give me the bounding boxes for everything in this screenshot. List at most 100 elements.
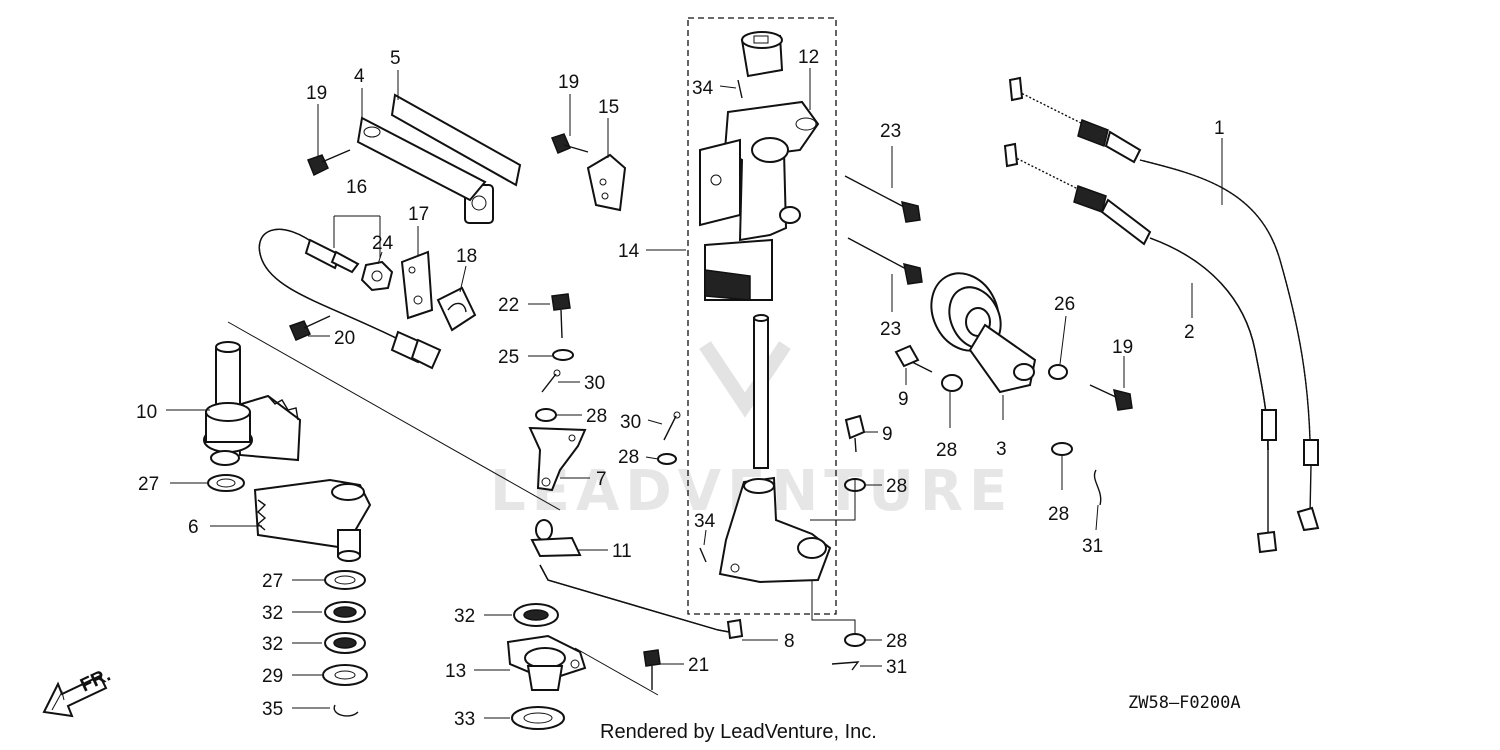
callout-14: 14 bbox=[618, 241, 640, 262]
callout-4: 4 bbox=[354, 66, 365, 87]
callout-31a: 31 bbox=[1082, 536, 1103, 557]
callout-33: 33 bbox=[454, 709, 475, 730]
callout-34a: 34 bbox=[692, 78, 714, 99]
callout-28e: 28 bbox=[886, 476, 907, 497]
washer-part-28-b bbox=[657, 453, 677, 465]
callout-28b: 28 bbox=[618, 447, 639, 468]
callout-28c: 28 bbox=[936, 440, 957, 461]
pin-part-30-right bbox=[663, 411, 681, 441]
callout-23b: 23 bbox=[880, 319, 901, 340]
gasket-part-33 bbox=[511, 706, 565, 730]
leader-30b bbox=[647, 419, 663, 425]
callout-20: 20 bbox=[334, 328, 355, 349]
cable-part-2 bbox=[1003, 142, 1278, 554]
bearing-part-32-a bbox=[324, 601, 366, 623]
callout-16: 16 bbox=[346, 177, 367, 198]
bolt-part-19-top bbox=[551, 133, 589, 154]
holder-part-13 bbox=[506, 634, 587, 691]
callout-32a: 32 bbox=[262, 603, 283, 624]
joint-part-11 bbox=[530, 519, 582, 558]
control-housing-part-14 bbox=[699, 31, 832, 584]
clip-part-31-bottom bbox=[831, 661, 860, 671]
callout-32b: 32 bbox=[262, 634, 283, 655]
bolt-part-20 bbox=[288, 315, 331, 341]
callout-24: 24 bbox=[372, 233, 394, 254]
callout-3: 3 bbox=[996, 439, 1007, 460]
direction-arrow-icon: FR. bbox=[42, 665, 114, 718]
callout-17: 17 bbox=[408, 204, 429, 225]
plate-part-17 bbox=[400, 250, 434, 320]
cable-end-part-9-lower bbox=[844, 414, 866, 453]
callout-31b: 31 bbox=[886, 657, 907, 678]
sector-gear-part-6 bbox=[253, 478, 372, 562]
pulley-part-3 bbox=[930, 272, 1037, 394]
callout-23a: 23 bbox=[880, 121, 901, 142]
leader-18 bbox=[459, 265, 467, 293]
leader-alignment-13 bbox=[574, 647, 659, 696]
leader-alignment-10 bbox=[227, 321, 561, 511]
cable-part-1 bbox=[1008, 76, 1320, 532]
callout-28f: 28 bbox=[886, 631, 907, 652]
callout-30b: 30 bbox=[620, 412, 641, 433]
callout-27a: 27 bbox=[138, 474, 159, 495]
callout-29: 29 bbox=[262, 666, 283, 687]
pin-part-30-left bbox=[541, 369, 561, 393]
callout-28d: 28 bbox=[1048, 504, 1069, 525]
clamp-part-18 bbox=[436, 286, 477, 332]
bearing-part-32-b bbox=[324, 632, 366, 654]
washer-part-28-c bbox=[941, 374, 963, 392]
footer-credit: Rendered by LeadVenture, Inc. bbox=[600, 721, 877, 743]
leader-28b bbox=[645, 456, 659, 460]
leader-lower-arm-28 bbox=[810, 478, 856, 521]
clip-part-31-right bbox=[1093, 469, 1102, 506]
callout-25: 25 bbox=[498, 347, 519, 368]
leader-26 bbox=[1059, 315, 1067, 365]
assembly-outline-14 bbox=[687, 17, 837, 615]
bolt-part-23-lower bbox=[847, 237, 923, 285]
callout-19b: 19 bbox=[558, 72, 579, 93]
link-rod-part-8 bbox=[539, 564, 744, 640]
callout-35: 35 bbox=[262, 699, 283, 720]
clip-part-35 bbox=[333, 704, 359, 717]
callout-10: 10 bbox=[136, 402, 157, 423]
callout-9a: 9 bbox=[898, 389, 909, 410]
leader-31a bbox=[1095, 504, 1099, 531]
leader-34a bbox=[719, 85, 737, 89]
bearing-part-32-c bbox=[513, 603, 559, 627]
bolt-part-23-upper bbox=[844, 175, 921, 223]
washer-part-28-a bbox=[535, 408, 557, 422]
washer-part-28-f bbox=[844, 633, 866, 647]
bracket-part-4 bbox=[356, 116, 487, 202]
watermark-logo bbox=[699, 341, 791, 418]
callout-11: 11 bbox=[612, 541, 632, 562]
callout-5: 5 bbox=[390, 48, 401, 69]
bolt-part-19-left bbox=[307, 149, 351, 177]
callout-7: 7 bbox=[596, 469, 607, 490]
callout-21: 21 bbox=[688, 655, 709, 676]
leader-34b bbox=[703, 529, 707, 546]
cable-end-part-9-upper bbox=[894, 344, 933, 373]
callout-28a: 28 bbox=[586, 406, 607, 427]
leader-lower-arm-28-bottom bbox=[811, 580, 856, 634]
washer-part-27-top bbox=[207, 474, 245, 492]
callout-2: 2 bbox=[1184, 322, 1195, 343]
callout-22: 22 bbox=[498, 295, 519, 316]
lever-part-7 bbox=[528, 426, 587, 492]
callout-27b: 27 bbox=[262, 571, 283, 592]
washer-part-25 bbox=[552, 349, 574, 361]
shaft-part-10 bbox=[203, 341, 302, 466]
callout-9b: 9 bbox=[882, 424, 893, 445]
callout-15: 15 bbox=[598, 97, 619, 118]
nut-part-24 bbox=[360, 260, 394, 292]
callout-18: 18 bbox=[456, 246, 477, 267]
leader-16 bbox=[333, 215, 381, 258]
callout-32c: 32 bbox=[454, 606, 475, 627]
callout-19c: 19 bbox=[1112, 337, 1133, 358]
switch-cable-part-16 bbox=[258, 228, 442, 370]
diagram-code: ZW58—F0200A bbox=[1128, 693, 1241, 713]
callout-30a: 30 bbox=[584, 373, 605, 394]
washer-part-29 bbox=[322, 664, 368, 686]
callout-6: 6 bbox=[188, 517, 199, 538]
washer-part-26 bbox=[1048, 364, 1068, 380]
